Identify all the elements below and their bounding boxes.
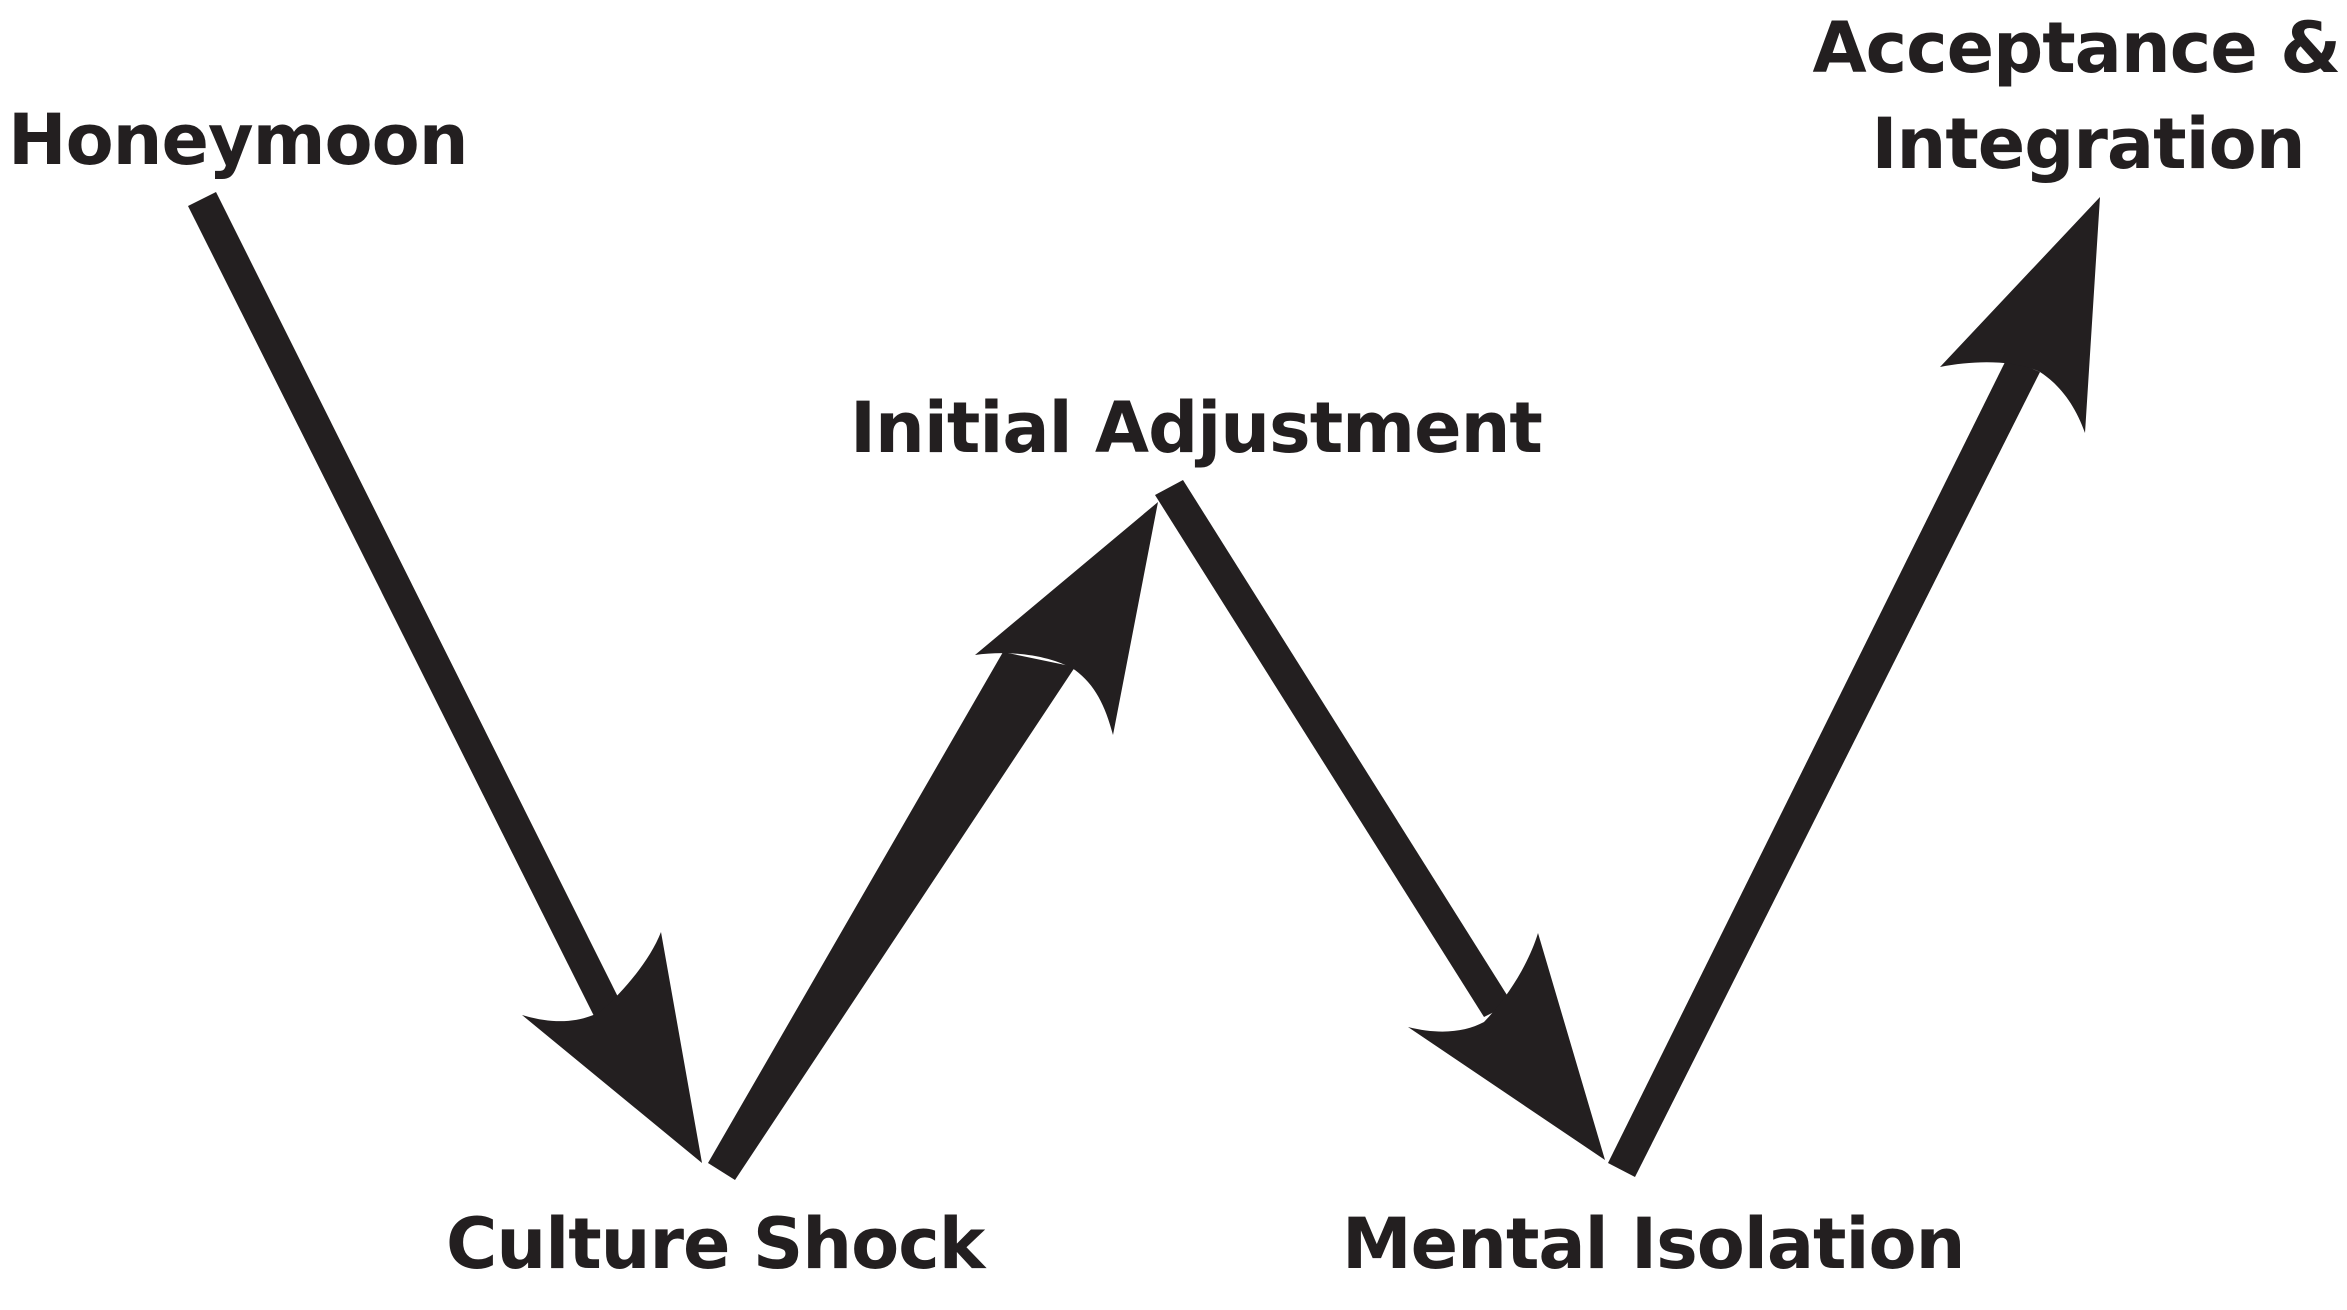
arrow-head	[975, 502, 1158, 735]
arrow-shaft	[708, 652, 1075, 1180]
label-culture-shock: Culture Shock	[446, 1203, 987, 1285]
arrow-initial-adjustment-to-mental-isolation	[1155, 480, 1605, 1160]
arrow-head	[1408, 933, 1605, 1160]
arrow-mental-isolation-to-acceptance	[1608, 197, 2100, 1177]
arrow-head	[1940, 197, 2100, 433]
arrow-head	[522, 932, 702, 1163]
arrow-honeymoon-to-culture-shock	[188, 192, 702, 1163]
label-initial-adjustment: Initial Adjustment	[850, 387, 1542, 469]
arrow-shaft	[1155, 480, 1512, 1017]
label-acceptance-integration: Acceptance & Integration	[1812, 7, 2347, 185]
label-mental-isolation: Mental Isolation	[1342, 1203, 1964, 1285]
arrow-shaft	[1608, 358, 2040, 1177]
arrow-culture-shock-to-initial-adjustment	[708, 502, 1158, 1180]
arrow-shaft	[188, 192, 627, 1028]
label-honeymoon: Honeymoon	[8, 99, 468, 181]
